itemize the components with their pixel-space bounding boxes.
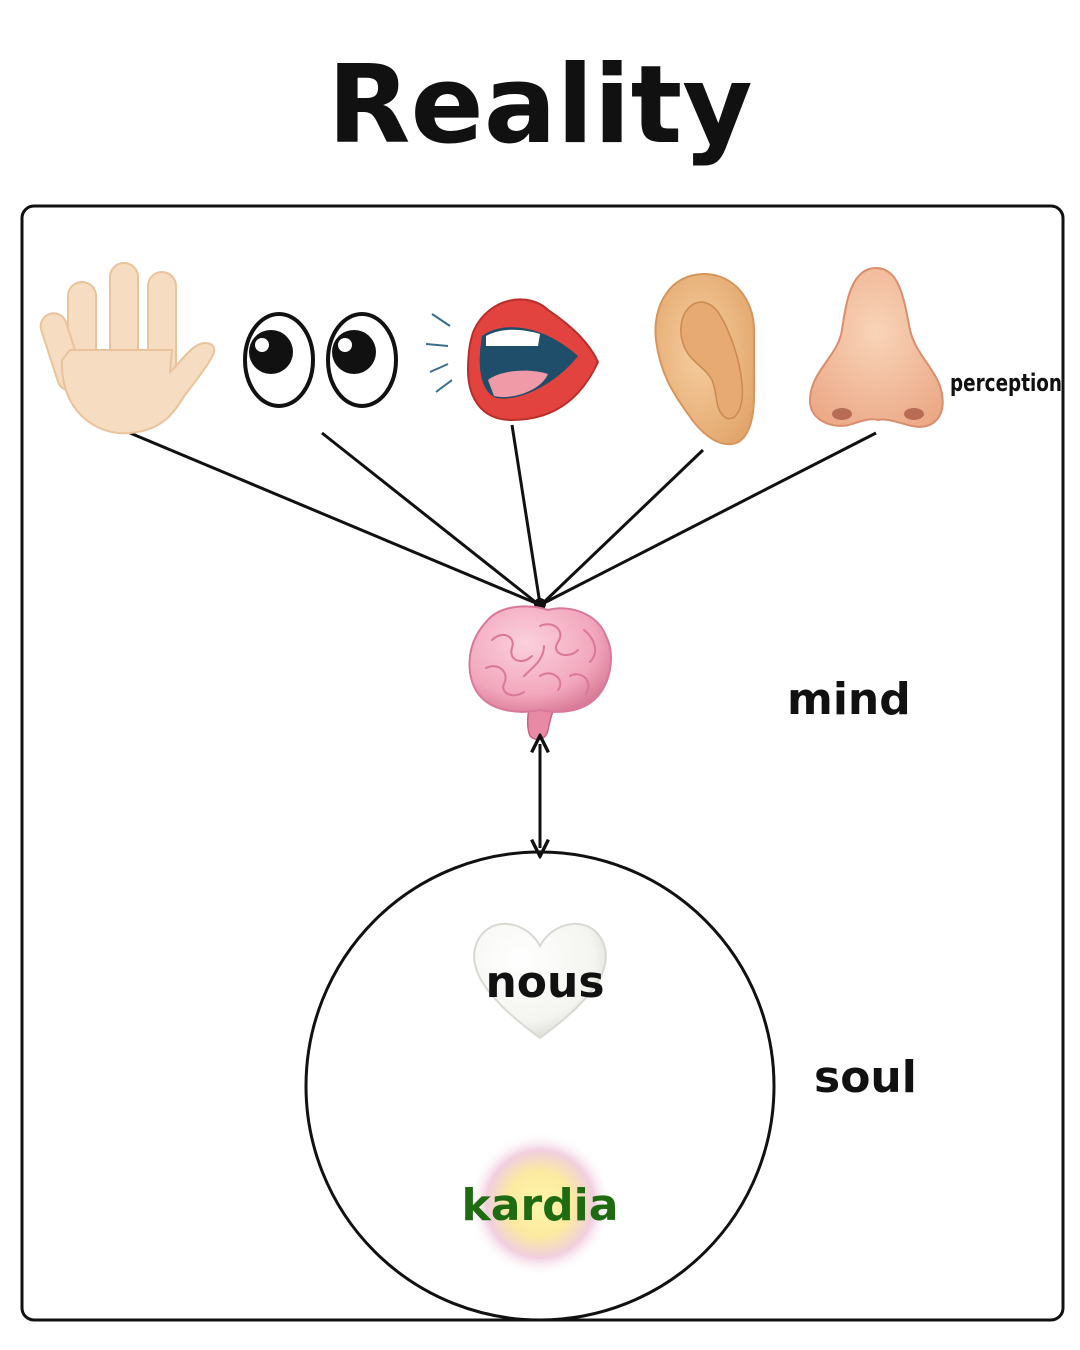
connector-touch [129,431,539,606]
sense-connectors [129,424,877,610]
page-title: Reality [327,43,752,168]
nous-label: nous [485,957,604,1008]
nose-icon [808,266,944,428]
connector-hearing [540,448,705,606]
brain-icon [468,605,612,741]
kardia-label: kardia [462,1180,619,1231]
connector-smell [541,431,877,606]
soul-label: soul [814,1052,917,1103]
hand-icon [39,262,216,435]
ear-icon [654,272,755,446]
connector-sight [321,431,539,606]
white-heart-icon [473,922,607,1040]
glow-orb-icon [468,1132,612,1276]
perception-label: perception [950,369,1062,397]
soul-circle [304,850,776,1322]
eyes-icon [243,312,398,408]
mind-label: mind [787,674,911,725]
connector-taste [510,424,542,605]
mouth-icon [425,298,600,422]
